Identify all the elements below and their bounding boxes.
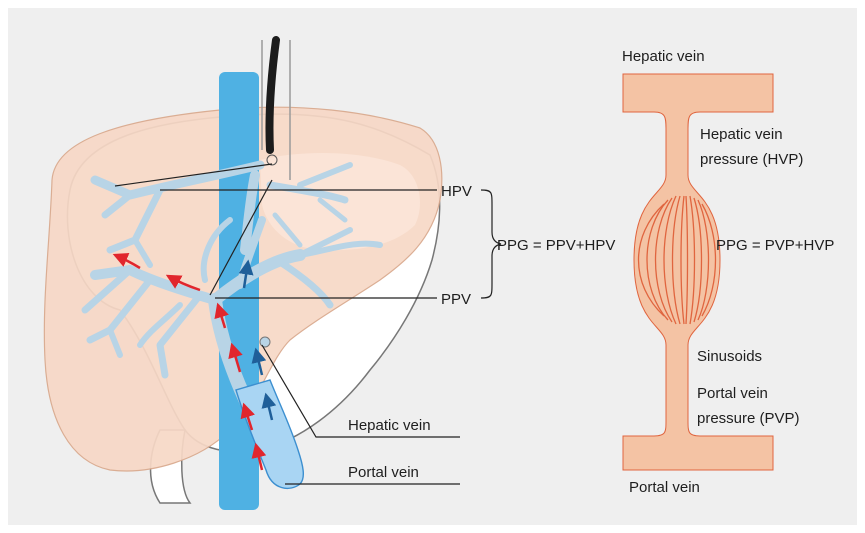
hepatic-junction-marker — [260, 337, 270, 347]
label-hpv: HPV — [441, 183, 472, 200]
liver-anatomy — [44, 40, 441, 510]
label-schematic-top: Hepatic vein — [622, 48, 705, 65]
label-pvp-line1: Portal vein — [697, 385, 768, 402]
label-ppv: PPV — [441, 291, 471, 308]
label-portal-vein: Portal vein — [348, 464, 419, 481]
label-ppg-left: PPG = PPV+HPV — [497, 237, 615, 254]
label-sinusoids: Sinusoids — [697, 348, 762, 365]
label-hvp-line1: Hepatic vein — [700, 126, 783, 143]
label-hepatic-vein: Hepatic vein — [348, 417, 431, 434]
label-ppg-right: PPG = PVP+HVP — [716, 237, 834, 254]
label-hvp-line2: pressure (HVP) — [700, 151, 803, 168]
label-pvp-line2: pressure (PVP) — [697, 410, 800, 427]
label-schematic-bottom: Portal vein — [629, 479, 700, 496]
